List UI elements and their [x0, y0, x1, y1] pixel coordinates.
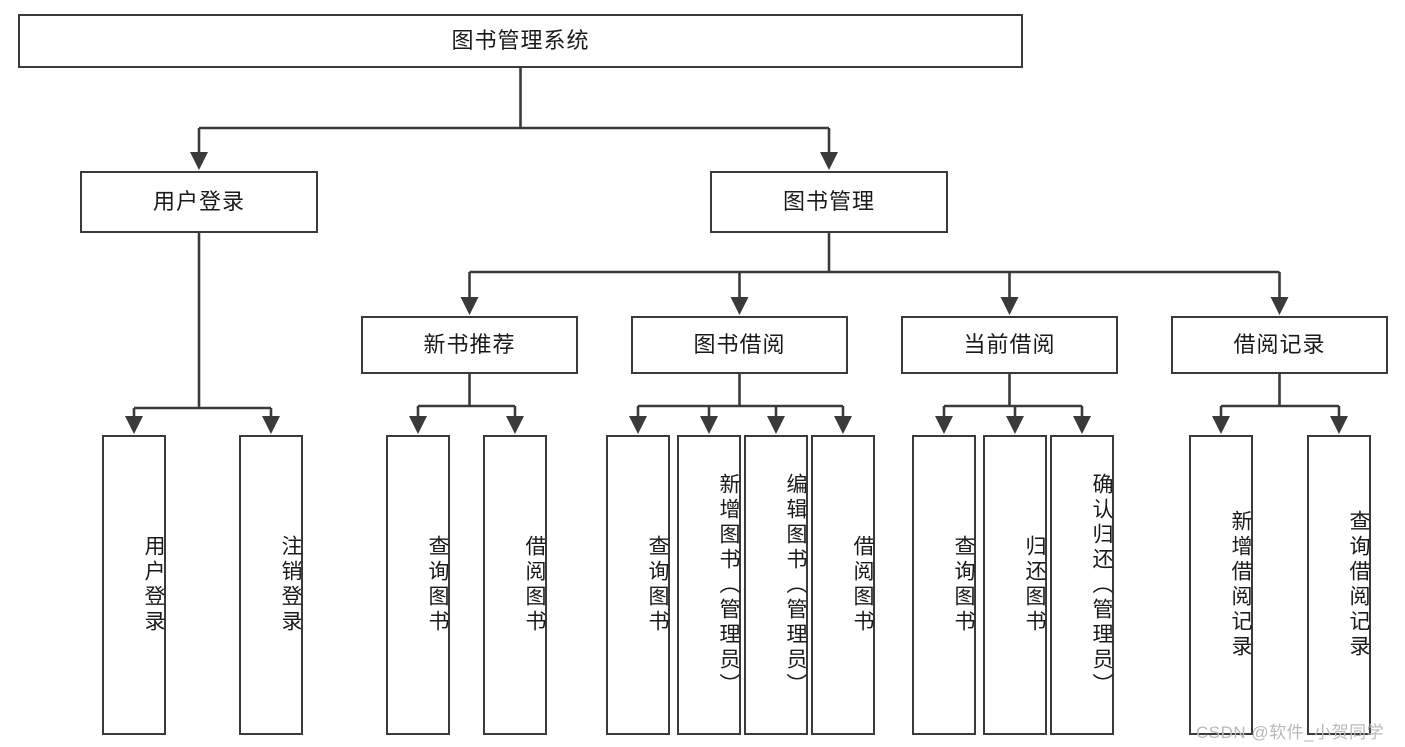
node-leaf-query-book-rec[interactable]: 查询图书	[386, 435, 450, 735]
node-leaf-user-login[interactable]: 用户登录	[102, 435, 166, 735]
node-leaf-add-record[interactable]: 新增借阅记录	[1189, 435, 1253, 735]
node-label: 用户登录	[152, 188, 245, 214]
node-root[interactable]: 图书管理系统	[18, 14, 1023, 68]
node-label: 用户登录	[142, 535, 165, 635]
node-leaf-query-record[interactable]: 查询借阅记录	[1307, 435, 1371, 735]
node-leaf-borrow-book-rec[interactable]: 借阅图书	[483, 435, 547, 735]
node-label: 查询图书	[426, 535, 449, 635]
node-leaf-query-book-b[interactable]: 查询图书	[606, 435, 670, 735]
node-user-login[interactable]: 用户登录	[80, 171, 318, 233]
node-label: 借阅记录	[1233, 331, 1326, 357]
node-label: 图书管理系统	[451, 27, 590, 53]
node-leaf-return-book[interactable]: 归还图书	[983, 435, 1047, 735]
node-label: 编辑图书（管理员）	[784, 472, 807, 698]
node-label: 查询图书	[952, 535, 975, 635]
node-label: 查询图书	[646, 535, 669, 635]
node-label: 归还图书	[1023, 535, 1046, 635]
node-current-borrow[interactable]: 当前借阅	[901, 316, 1118, 374]
node-new-book-rec[interactable]: 新书推荐	[361, 316, 578, 374]
node-label: 借阅图书	[851, 535, 874, 635]
node-label: 注销登录	[279, 535, 302, 635]
node-label: 查询借阅记录	[1347, 510, 1370, 660]
node-label: 当前借阅	[963, 331, 1056, 357]
node-book-borrow[interactable]: 图书借阅	[631, 316, 848, 374]
node-leaf-confirm-return[interactable]: 确认归还（管理员）	[1050, 435, 1114, 735]
node-leaf-query-book-c[interactable]: 查询图书	[912, 435, 976, 735]
node-leaf-edit-book[interactable]: 编辑图书（管理员）	[744, 435, 808, 735]
node-leaf-logout[interactable]: 注销登录	[239, 435, 303, 735]
node-label: 新增图书（管理员）	[717, 472, 740, 698]
node-label: 新增借阅记录	[1229, 510, 1252, 660]
node-label: 图书借阅	[693, 331, 786, 357]
watermark-text: CSDN @软件_小贺同学	[1196, 723, 1385, 742]
node-label: 确认归还（管理员）	[1090, 472, 1113, 698]
node-label: 新书推荐	[423, 331, 516, 357]
node-label: 图书管理	[782, 188, 875, 214]
node-borrow-record[interactable]: 借阅记录	[1171, 316, 1388, 374]
node-leaf-borrow-book-b[interactable]: 借阅图书	[811, 435, 875, 735]
node-leaf-add-book[interactable]: 新增图书（管理员）	[677, 435, 741, 735]
node-label: 借阅图书	[523, 535, 546, 635]
node-book-manage[interactable]: 图书管理	[710, 171, 948, 233]
